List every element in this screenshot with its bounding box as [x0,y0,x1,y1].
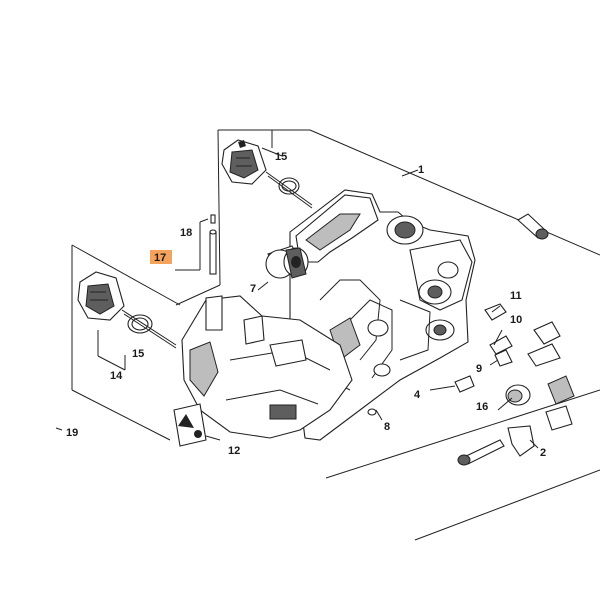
callout-labels: 1 2 4 7 8 9 10 11 12 14 15 15 16 17 18 1… [66,151,546,459]
callout-17: 17 [154,252,166,264]
callout-9: 9 [476,363,482,375]
highlight-box-17 [150,250,172,264]
callout-2: 2 [540,447,546,459]
callout-18: 18 [180,227,192,239]
callout-11: 11 [510,290,522,302]
lower-pump-part [77,271,177,349]
pin-part [175,214,217,275]
callout-15-upper: 15 [275,151,287,163]
leader-lines [55,130,539,449]
filter-part [265,245,309,279]
right-hardware [367,213,575,466]
callout-8: 8 [384,421,390,433]
callout-12: 12 [228,445,240,457]
tank-housing [181,295,353,439]
callout-15-lower: 15 [132,348,144,360]
callout-14: 14 [110,370,123,382]
callout-16: 16 [476,401,488,413]
callout-1: 1 [418,164,424,176]
frame-lines [71,129,600,541]
callout-7: 7 [250,283,256,295]
callout-4: 4 [414,389,421,401]
upper-pump-part [221,139,313,209]
callout-19: 19 [66,427,78,439]
label-plate-part [173,403,207,447]
callout-10: 10 [510,314,522,326]
